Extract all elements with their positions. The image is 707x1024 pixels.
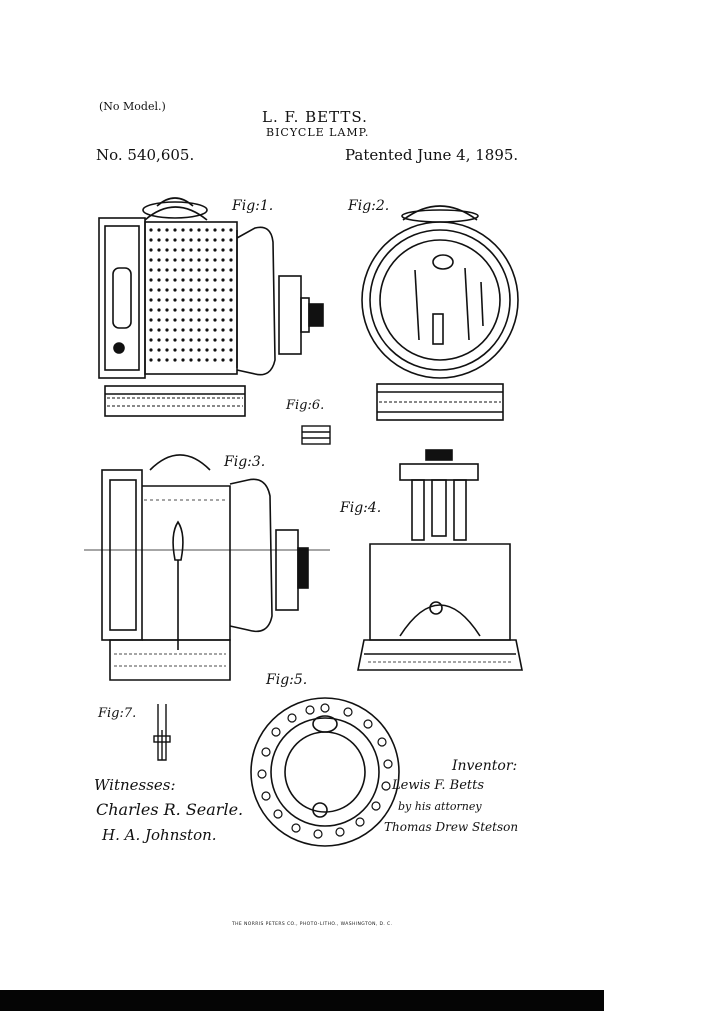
- figure-7-drawing: [153, 704, 171, 761]
- patent-subject: BICYCLE LAMP.: [266, 126, 370, 139]
- figure-1-drawing: [98, 197, 324, 417]
- figure-6-label: Fig:6.: [286, 398, 325, 413]
- figure-6-drawing: [301, 425, 331, 445]
- inventor-label: Inventor:: [452, 758, 518, 774]
- patent-date: Patented June 4, 1895.: [345, 146, 519, 164]
- figure-3-drawing: [84, 454, 330, 681]
- figure-2-drawing: [361, 205, 519, 421]
- figure-7-label: Fig:7.: [98, 706, 137, 721]
- inventor-signature: Lewis F. Betts: [392, 778, 485, 793]
- witness-signature-2: H. A. Johnston.: [102, 826, 217, 844]
- attorney-line: by his attorney: [398, 800, 482, 813]
- figure-3-label: Fig:3.: [224, 454, 266, 470]
- figure-4-label: Fig:4.: [340, 500, 382, 516]
- no-model-note: (No Model.): [99, 100, 166, 113]
- figure-5-drawing: [250, 697, 400, 847]
- witnesses-label: Witnesses:: [94, 776, 176, 794]
- figure-2-label: Fig:2.: [348, 198, 390, 214]
- patent-number: No. 540,605.: [96, 146, 195, 164]
- figure-5-label: Fig:5.: [266, 672, 308, 688]
- scan-bottom-border: [0, 990, 604, 1011]
- figure-4-drawing: [357, 449, 523, 671]
- inventor-heading: L. F. BETTS.: [262, 108, 368, 126]
- witness-signature-1: Charles R. Searle.: [96, 800, 244, 819]
- printer-credit: THE NORRIS PETERS CO., PHOTO-LITHO., WAS…: [232, 922, 393, 927]
- attorney-signature: Thomas Drew Stetson: [384, 820, 519, 834]
- figure-1-label: Fig:1.: [232, 198, 274, 214]
